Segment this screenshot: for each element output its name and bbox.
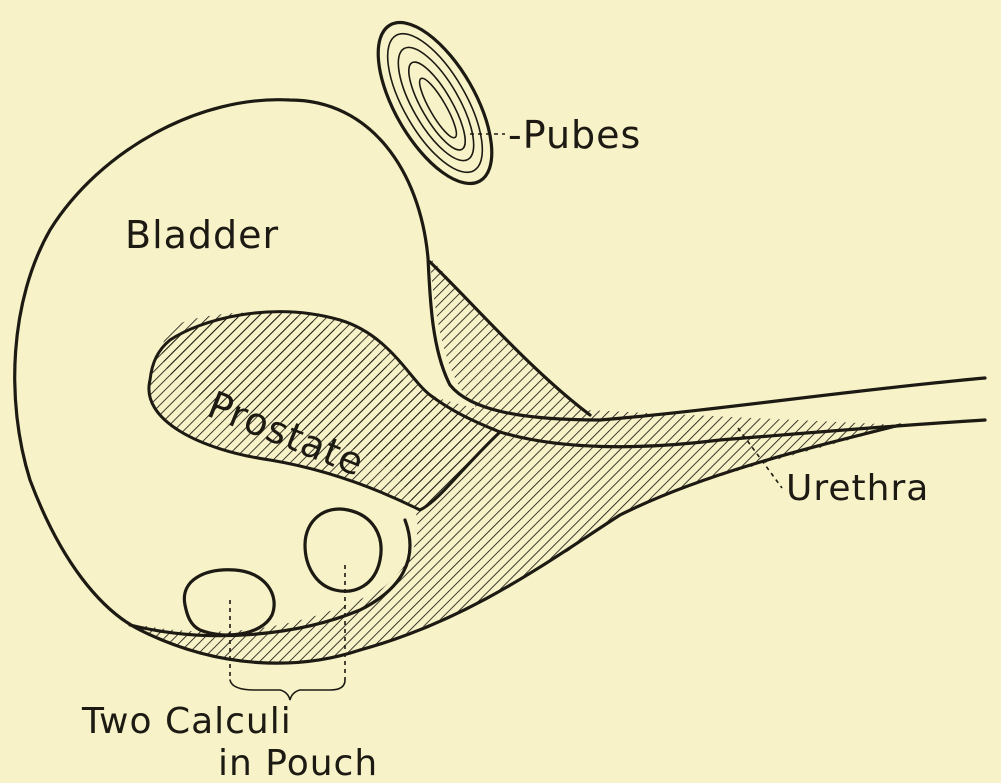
label-calculi-line1: Two Calculi <box>81 701 292 742</box>
label-bladder: Bladder <box>125 213 279 257</box>
label-pubes: -Pubes <box>508 113 641 157</box>
pubes-bone <box>355 5 514 201</box>
calculi-bracket <box>230 680 345 700</box>
label-urethra: Urethra <box>786 468 929 509</box>
calculus-right <box>305 509 381 591</box>
label-calculi-line2: in Pouch <box>218 743 378 783</box>
